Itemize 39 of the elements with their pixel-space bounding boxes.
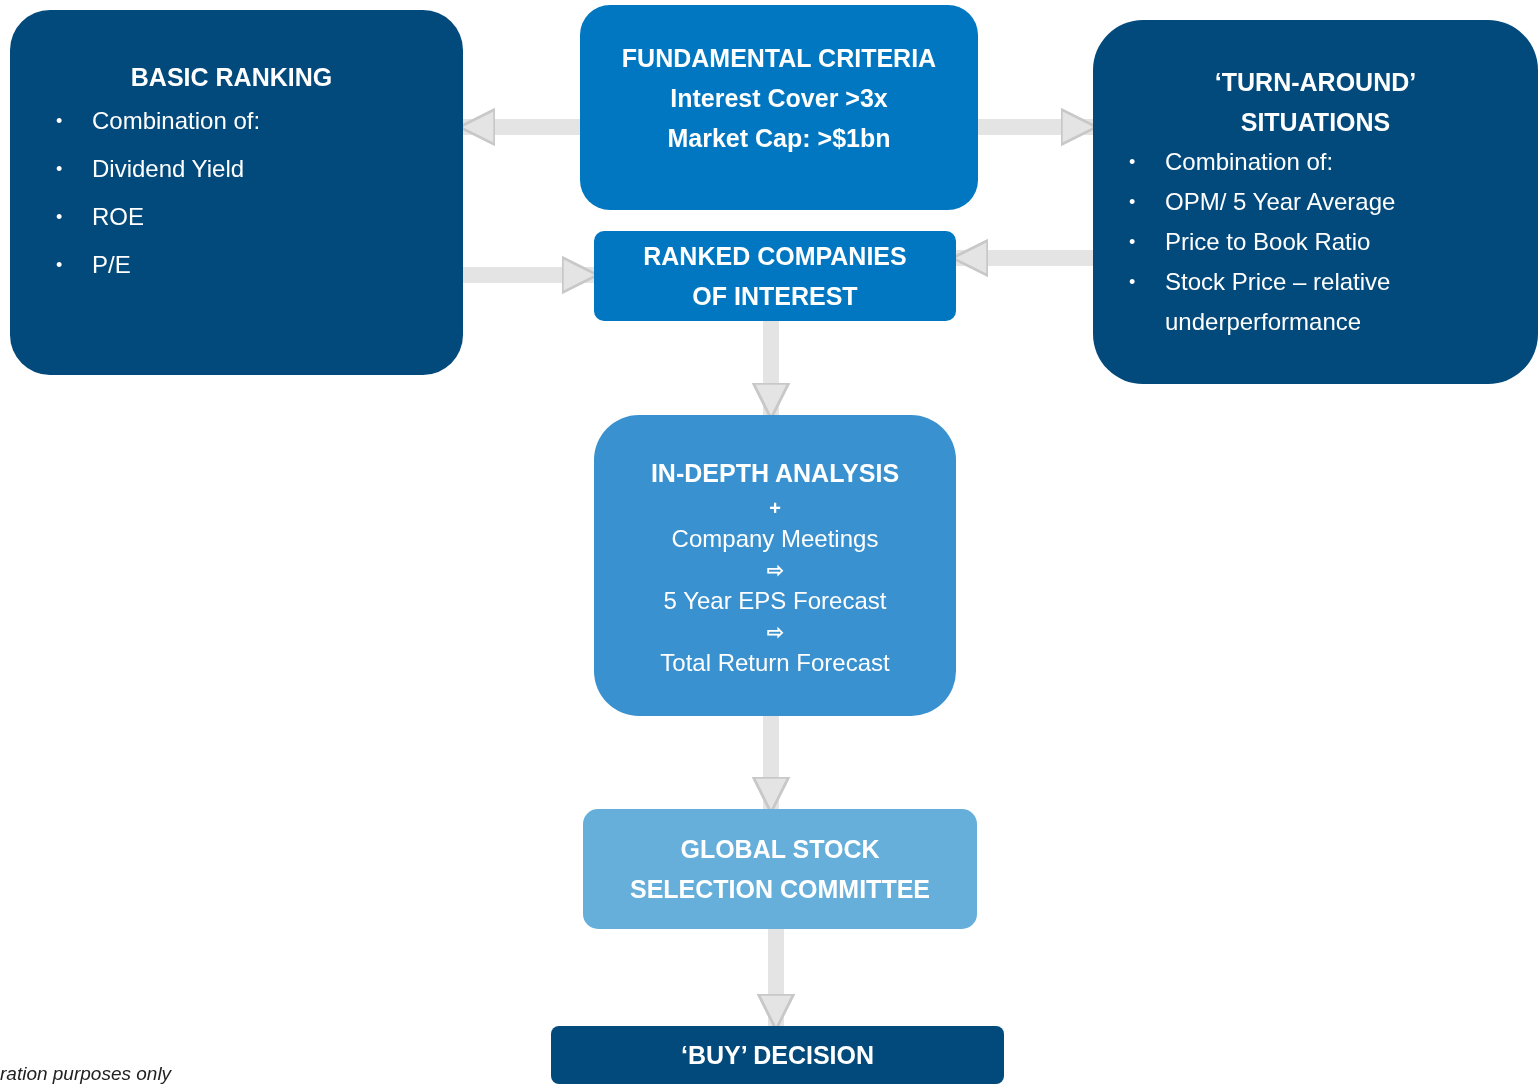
bullet-text: Stock Price – relative underperformance bbox=[1165, 267, 1392, 337]
bullet-text: Dividend Yield bbox=[92, 153, 246, 184]
step-symbol: ⇨ bbox=[765, 619, 785, 645]
box-heading: BASIC RANKING bbox=[129, 61, 334, 93]
bullet-mark: • bbox=[1129, 271, 1137, 294]
criteria-box bbox=[580, 5, 978, 210]
bullet-text: P/E bbox=[92, 249, 132, 280]
criteria-box bbox=[1093, 20, 1538, 384]
step-text: Total Return Forecast bbox=[659, 647, 891, 678]
bullet-text: Combination of: bbox=[92, 105, 262, 136]
bullet-mark: • bbox=[56, 253, 64, 277]
process-box bbox=[594, 231, 956, 321]
bullet-text: Combination of: bbox=[1165, 147, 1335, 177]
process-box bbox=[583, 809, 977, 929]
box-heading: IN-DEPTH ANALYSIS bbox=[649, 457, 901, 489]
box-heading: ‘BUY’ DECISION bbox=[679, 1040, 876, 1071]
criterion-text: Interest Cover >3x bbox=[669, 82, 889, 114]
box-heading: ‘TURN-AROUND’ SITUATIONS bbox=[1213, 67, 1418, 138]
box-heading: GLOBAL STOCK SELECTION COMMITTEE bbox=[629, 834, 931, 905]
bullet-mark: • bbox=[1129, 231, 1137, 254]
bullet-mark: • bbox=[56, 205, 64, 229]
bullet-mark: • bbox=[1129, 191, 1137, 214]
bullet-text: ROE bbox=[92, 201, 145, 232]
criterion-text: Market Cap: >$1bn bbox=[666, 122, 892, 154]
step-text: Company Meetings bbox=[670, 523, 880, 554]
bullet-mark: • bbox=[56, 109, 64, 133]
criteria-box bbox=[10, 10, 463, 375]
bullet-mark: • bbox=[56, 157, 64, 181]
step-symbol: ⇨ bbox=[765, 557, 785, 583]
process-box bbox=[594, 415, 956, 716]
process-box bbox=[551, 1026, 1004, 1084]
bullet-text: OPM/ 5 Year Average bbox=[1165, 187, 1397, 217]
box-heading: FUNDAMENTAL CRITERIA bbox=[620, 42, 938, 74]
step-text: 5 Year EPS Forecast bbox=[662, 585, 888, 616]
step-symbol: + bbox=[768, 495, 782, 521]
bullet-mark: • bbox=[1129, 151, 1137, 174]
box-heading: RANKED COMPANIES OF INTEREST bbox=[642, 241, 908, 312]
footnote-text: ration purposes only bbox=[0, 1063, 172, 1084]
bullet-text: Price to Book Ratio bbox=[1165, 227, 1372, 257]
